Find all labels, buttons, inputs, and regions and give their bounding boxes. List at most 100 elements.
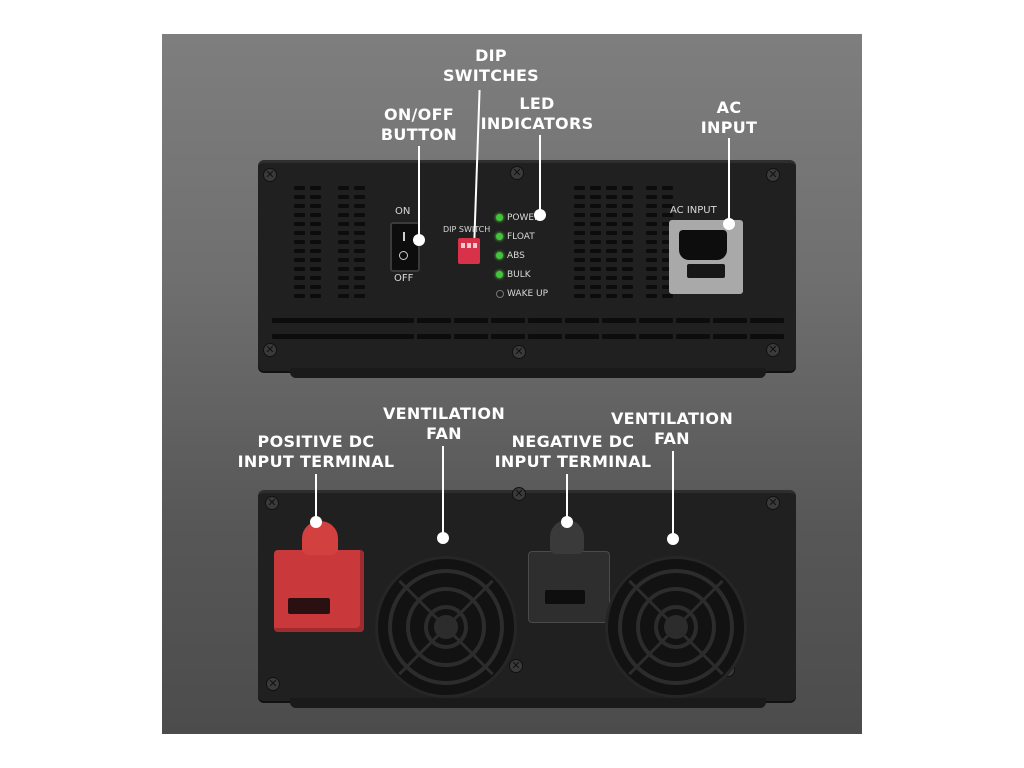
vent-slot: [354, 186, 365, 190]
vent-slot: [646, 258, 657, 262]
vent-slot: [310, 267, 321, 271]
ac-input-label: AC INPUT: [670, 205, 717, 216]
led-indicator-label: ABS: [507, 251, 525, 261]
led-indicator-label: FLOAT: [507, 232, 535, 242]
vent-slot: [646, 222, 657, 226]
vent-slot: [662, 258, 673, 262]
vent-slot: [310, 294, 321, 298]
vent-slot: [750, 318, 784, 323]
vent-slot: [338, 258, 349, 262]
on-label: ON: [395, 206, 411, 217]
led-indicator-label: BULK: [507, 270, 531, 280]
vent-slot: [294, 186, 305, 190]
vent-slot: [380, 334, 414, 339]
screw-icon: ✕: [766, 496, 780, 510]
vent-slot: [354, 285, 365, 289]
vent-slot: [354, 258, 365, 262]
vent-slot: [574, 240, 585, 244]
rocker-switch[interactable]: [390, 222, 420, 272]
vent-slot: [565, 318, 599, 323]
led-indicator-icon: [496, 233, 503, 240]
vent-slot: [350, 318, 384, 323]
led-indicator-label: WAKE UP: [507, 289, 549, 299]
vent-slot: [454, 334, 488, 339]
vent-slot: [606, 285, 617, 289]
callout-ac-input: AC INPUT: [700, 98, 758, 137]
vent-slot: [662, 231, 673, 235]
vent-slot: [750, 334, 784, 339]
vent-slot: [354, 195, 365, 199]
vent-slot: [380, 318, 414, 323]
vent-slot: [338, 231, 349, 235]
vent-slot: [354, 231, 365, 235]
vent-slot: [646, 204, 657, 208]
vent-slot: [622, 222, 633, 226]
vent-slot: [590, 240, 601, 244]
vent-slot: [662, 186, 673, 190]
vent-slot: [310, 213, 321, 217]
callout-ventilation-fan-right: VENTILATION FAN: [610, 409, 734, 448]
vent-slot: [338, 222, 349, 226]
vent-slot: [298, 334, 332, 339]
callout-led-indicators: LED INDICATORS: [480, 94, 594, 133]
vent-slot: [491, 318, 525, 323]
vent-slot: [590, 231, 601, 235]
pointer-ac-input: [728, 138, 730, 224]
vent-slot: [606, 294, 617, 298]
vent-slot: [602, 318, 636, 323]
vent-slot: [338, 240, 349, 244]
vent-slot: [310, 222, 321, 226]
vent-slot: [294, 231, 305, 235]
vent-slot: [676, 334, 710, 339]
vent-slot: [662, 222, 673, 226]
dip-switch-toggle: [467, 243, 471, 248]
vent-slot: [606, 240, 617, 244]
vent-slot: [662, 195, 673, 199]
screw-icon: ✕: [766, 343, 780, 357]
pointer-dot: [561, 516, 573, 528]
pointer-on-off-button: [418, 146, 420, 240]
vent-slot: [338, 267, 349, 271]
dip-switch-block[interactable]: [458, 238, 480, 264]
vent-slot: [639, 334, 673, 339]
vent-slot: [606, 204, 617, 208]
vent-slot: [354, 267, 365, 271]
vent-slot: [622, 258, 633, 262]
screw-icon: ✕: [266, 677, 280, 691]
pointer-ventilation-fan-right: [672, 451, 674, 539]
vent-slot: [350, 334, 384, 339]
vent-slot: [294, 267, 305, 271]
ventilation-fan-right: [605, 556, 747, 698]
vent-slot: [602, 334, 636, 339]
vent-slot: [713, 318, 747, 323]
vent-slot: [354, 294, 365, 298]
dip-switch-label: DIP SWITCH: [443, 225, 491, 234]
dip-switch-toggle: [461, 243, 465, 248]
vent-slot: [606, 258, 617, 262]
vent-slot: [310, 231, 321, 235]
vent-slot: [646, 249, 657, 253]
negative-terminal-cover[interactable]: [528, 551, 610, 623]
screw-icon: ✕: [263, 168, 277, 182]
vent-slot: [294, 294, 305, 298]
vent-slot: [417, 318, 451, 323]
vent-slot: [354, 222, 365, 226]
positive-terminal-cover[interactable]: [274, 550, 364, 632]
vent-slot: [622, 285, 633, 289]
vent-slot: [294, 213, 305, 217]
vent-slot: [606, 195, 617, 199]
rear-panel-foot: [290, 698, 766, 708]
vent-slot: [646, 186, 657, 190]
vent-slot: [622, 213, 633, 217]
vent-slot: [606, 249, 617, 253]
vent-slot: [294, 240, 305, 244]
vent-slot: [574, 231, 585, 235]
vent-slot: [310, 258, 321, 262]
ac-input-socket[interactable]: [669, 220, 743, 294]
vent-slot: [310, 240, 321, 244]
ac-socket-inner: [679, 230, 727, 260]
vent-slot: [310, 186, 321, 190]
screw-icon: ✕: [510, 166, 524, 180]
vent-slot: [713, 334, 747, 339]
pointer-dot: [534, 209, 546, 221]
